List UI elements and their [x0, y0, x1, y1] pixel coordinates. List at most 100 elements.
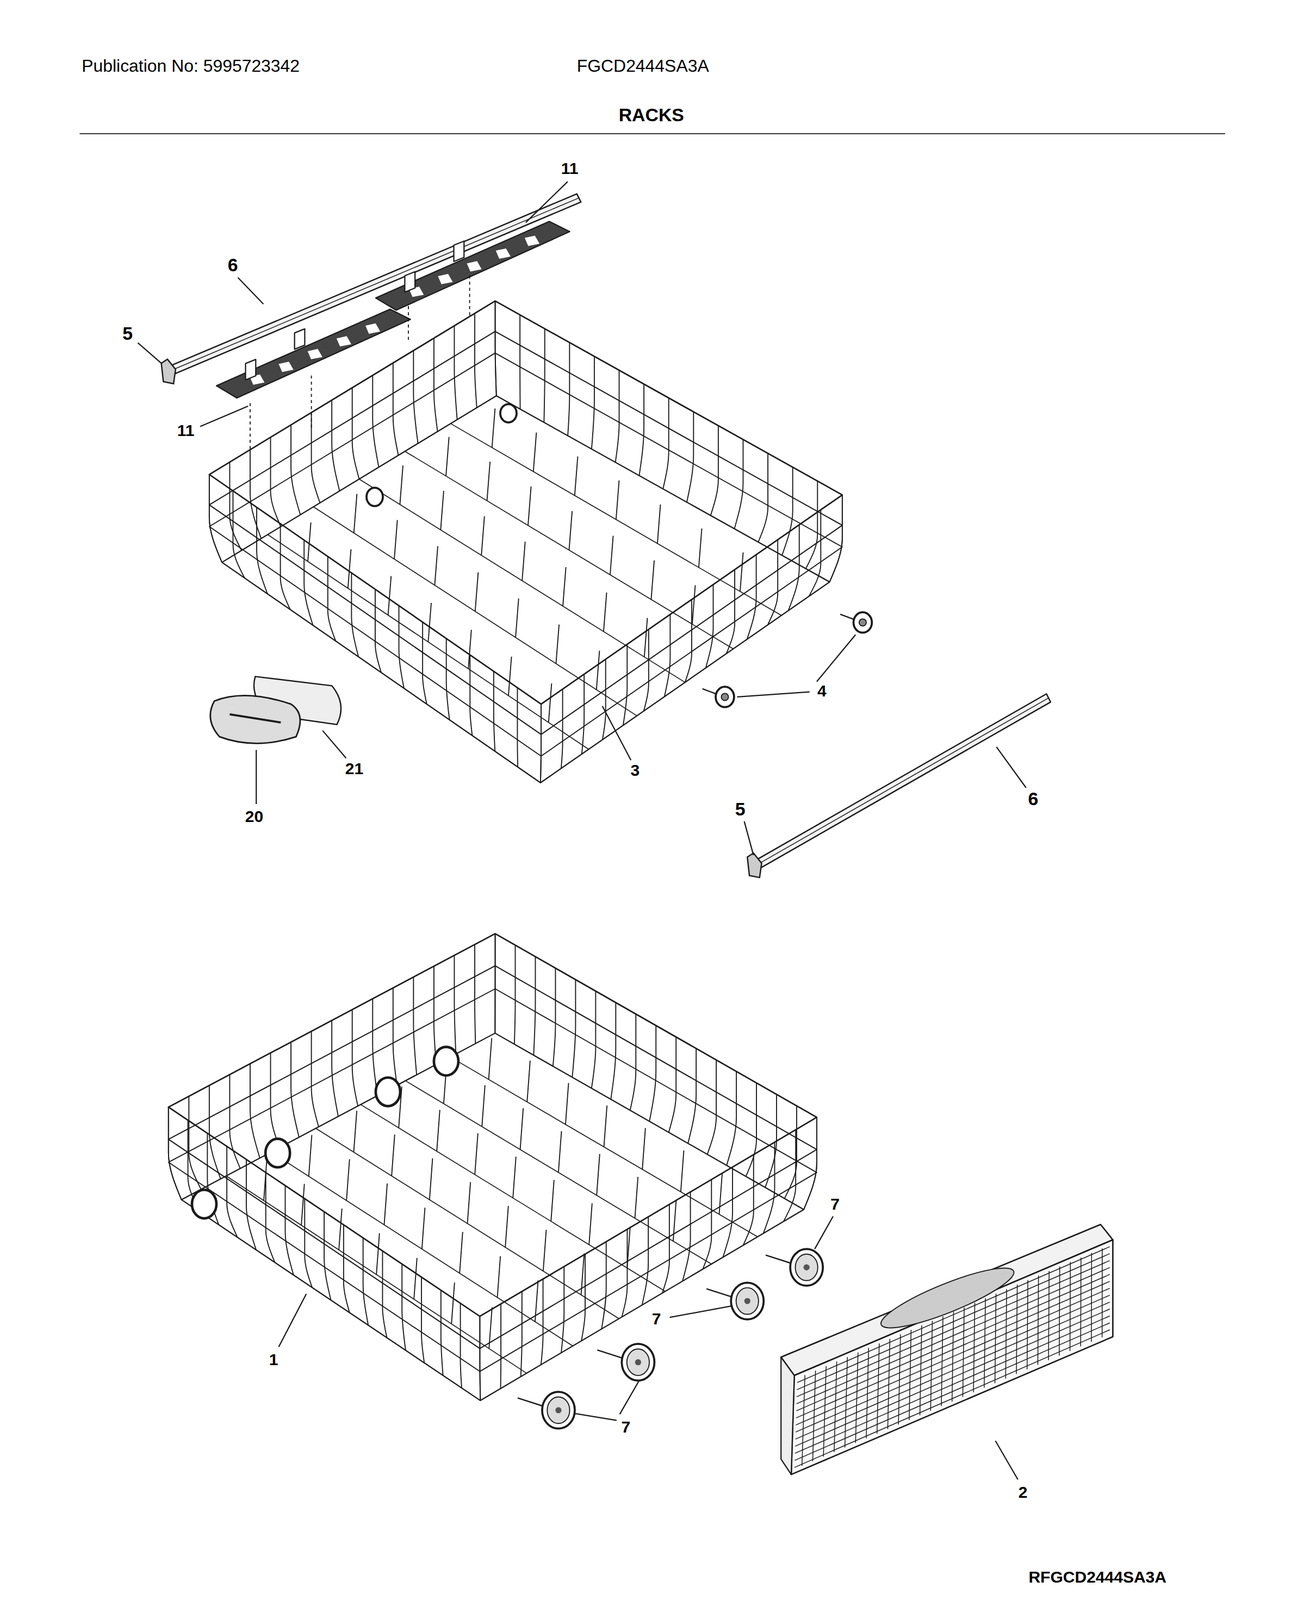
rack-tine — [574, 456, 579, 496]
rack-tine — [436, 1110, 440, 1152]
basket-grid — [845, 1357, 848, 1448]
basket-grid — [794, 1330, 1110, 1468]
floor-wire — [360, 1105, 666, 1293]
rack-tine — [543, 1230, 547, 1272]
rack-wheel — [375, 1077, 401, 1107]
rack-tine — [568, 511, 573, 551]
basket-wire — [375, 589, 382, 673]
basket-wire — [232, 491, 245, 579]
basket-wire — [382, 1251, 387, 1339]
leader-line — [525, 181, 568, 223]
rack-wheel — [706, 1282, 764, 1320]
shelf-slot — [467, 261, 481, 271]
lower-rack-floor — [181, 1033, 804, 1401]
rack-tine — [376, 1233, 380, 1275]
rack-tine — [346, 1159, 350, 1201]
basket-wire — [413, 977, 417, 1076]
basket-wire — [265, 1172, 276, 1263]
callout-number: 21 — [345, 760, 364, 778]
basket-wire — [623, 644, 628, 726]
callout-number: 4 — [817, 683, 827, 700]
basket-wire — [726, 1071, 737, 1166]
basket-wire — [393, 363, 399, 456]
rack-tine — [603, 592, 607, 632]
rack-tine — [558, 1131, 562, 1173]
wheel-rim — [730, 1282, 764, 1320]
basket-wire — [829, 494, 843, 582]
rack-tine — [562, 567, 567, 607]
basket-wire — [710, 425, 719, 516]
rack-tine — [515, 598, 519, 638]
wheel-hub — [721, 693, 729, 701]
rack-tine — [535, 1280, 539, 1322]
wheel-rim — [542, 1392, 575, 1430]
upper-rack — [209, 301, 843, 784]
basket-grid — [797, 1246, 1110, 1383]
shelf-slot — [525, 236, 539, 246]
basket-wire — [746, 1083, 757, 1177]
basket-wire — [226, 1146, 238, 1238]
basket-wire — [803, 1117, 817, 1210]
basket-grid — [1037, 1275, 1039, 1365]
callout-number: 6 — [227, 256, 239, 275]
leader-line — [814, 1216, 834, 1250]
basket-wire — [446, 638, 450, 720]
basket-wire — [702, 1180, 712, 1270]
rack-tine — [481, 516, 485, 556]
leader-line — [573, 1413, 617, 1421]
basket-wire — [372, 998, 378, 1096]
page-title: RACKS — [618, 106, 685, 125]
rack-tine — [644, 618, 648, 658]
basket-grid — [796, 1254, 1110, 1390]
rack-tine — [263, 1159, 268, 1201]
wheel-face — [547, 1397, 570, 1424]
basket-wire — [250, 1064, 260, 1159]
basket-wire — [363, 1238, 369, 1326]
rack-tine — [505, 1206, 509, 1248]
rail-edge — [759, 698, 1049, 864]
callout-number: RFGCD2444SA3A — [1028, 1569, 1167, 1586]
basket-wire — [352, 387, 360, 480]
basket-wire — [664, 614, 671, 697]
wheel-hub — [859, 618, 867, 626]
rack-tine — [698, 528, 703, 568]
rack-wheel — [265, 1139, 290, 1169]
basket-wire — [500, 1304, 502, 1389]
floor-wire — [405, 1081, 712, 1265]
rack-tine — [399, 465, 403, 505]
floor-wire — [405, 451, 734, 649]
cup-shelf — [216, 309, 411, 399]
wheel-face — [795, 1254, 818, 1282]
basket-grid — [834, 1361, 837, 1453]
basket-wire — [747, 554, 757, 640]
callout-number: 5 — [735, 800, 746, 819]
rack-wheel — [500, 404, 517, 423]
basket-wire — [209, 474, 222, 563]
basket-wire — [682, 1192, 691, 1282]
basket-wire — [433, 338, 438, 432]
basket-handle — [876, 1258, 1020, 1339]
basket-wire — [495, 301, 497, 396]
basket-grid — [1048, 1271, 1049, 1361]
basket-wire — [602, 659, 606, 741]
basket-wire — [331, 1020, 339, 1117]
basket-wire — [572, 979, 576, 1078]
header-text: FGCD2444SA3A — [576, 57, 710, 76]
basket-grid — [795, 1295, 1110, 1433]
basket-wire — [469, 655, 473, 736]
rack-tine — [520, 1108, 524, 1150]
leader-line — [255, 750, 257, 805]
rack-tine — [474, 1133, 479, 1175]
callout-number: 1 — [269, 1351, 279, 1369]
basket-wire — [514, 945, 516, 1045]
guide-line — [249, 402, 251, 449]
basket-wire — [304, 1199, 313, 1289]
rack-tine — [338, 1208, 343, 1251]
basket-wire — [781, 467, 793, 556]
floor-wire — [226, 1176, 527, 1374]
rack-tine — [673, 1200, 677, 1242]
rack-tine — [497, 1256, 501, 1299]
wheel-rim — [621, 1344, 655, 1382]
basket-wire — [610, 1002, 616, 1100]
basket-wire — [290, 425, 301, 515]
